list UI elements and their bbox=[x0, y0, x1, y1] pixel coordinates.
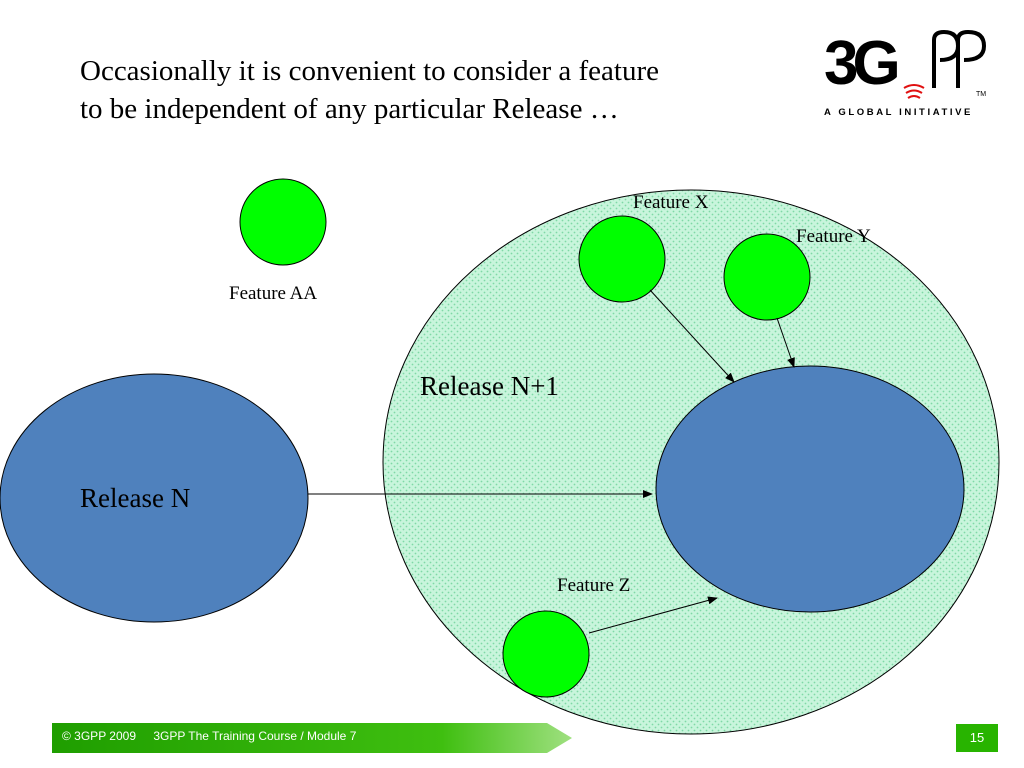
3gpp-logo-tagline: A GLOBAL INITIATIVE bbox=[824, 107, 973, 118]
3gpp-logo-mark: 3G TM bbox=[824, 29, 986, 99]
3gpp-logo: 3G TM A GLOBAL INITIATIVE bbox=[822, 18, 1002, 128]
page-number: 15 bbox=[956, 724, 998, 752]
footer-copyright: © 3GPP 2009 bbox=[62, 729, 137, 743]
feature-z-arrow bbox=[588, 596, 718, 634]
feature-x-label: Feature X bbox=[633, 192, 709, 213]
feature-x-circle bbox=[578, 215, 666, 303]
feature-x-arrow bbox=[649, 289, 735, 383]
feature-z-circle bbox=[502, 610, 590, 698]
feature-aa-label: Feature AA bbox=[229, 283, 317, 304]
feature-z-label: Feature Z bbox=[557, 575, 630, 596]
release-n1-content-ellipse bbox=[655, 365, 965, 613]
footer-bar bbox=[52, 723, 572, 753]
feature-y-circle bbox=[723, 233, 811, 321]
release-n-ellipse bbox=[0, 373, 309, 623]
footer-course: 3GPP The Training Course / Module 7 bbox=[153, 729, 357, 743]
release-n1-label: Release N+1 bbox=[420, 371, 559, 401]
feature-y-arrow bbox=[776, 317, 795, 368]
release-n-label: Release N bbox=[80, 483, 190, 513]
feature-y-label: Feature Y bbox=[796, 226, 871, 247]
feature-aa-circle bbox=[239, 178, 327, 266]
slide-title-line-2: to be independent of any particular Rele… bbox=[80, 93, 619, 125]
3gpp-logo-tm: TM bbox=[976, 91, 986, 98]
footer-text: © 3GPP 2009 3GPP The Training Course / M… bbox=[62, 729, 370, 743]
3gpp-logo-3g: 3G bbox=[824, 29, 897, 98]
slide-title-line-1: Occasionally it is convenient to conside… bbox=[80, 55, 659, 87]
slide-title: Occasionally it is convenient to conside… bbox=[80, 52, 800, 128]
